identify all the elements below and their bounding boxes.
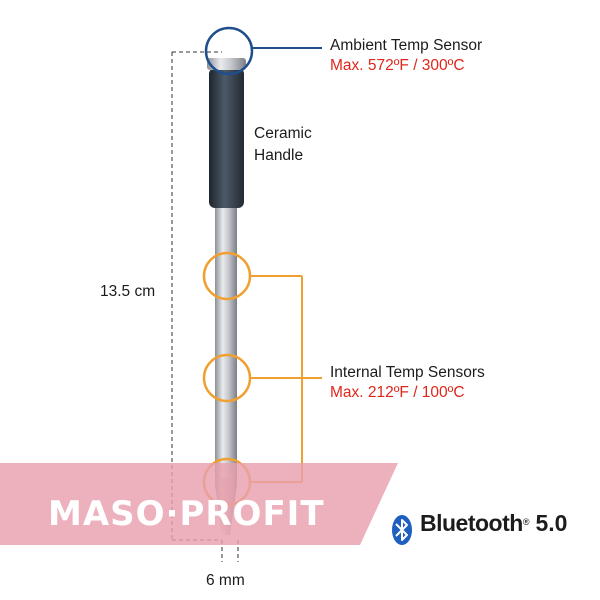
handle-label-line2: Handle — [254, 147, 304, 164]
ambient-sensor-title: Ambient Temp Sensor — [330, 37, 483, 54]
bluetooth-reg: ® — [522, 516, 530, 527]
ambient-sensor-max: Max. 572ºF / 300ºC — [330, 57, 465, 74]
bluetooth-icon — [392, 515, 412, 545]
internal-sensors-title: Internal Temp Sensors — [330, 364, 485, 381]
length-dimension-label: 13.5 cm — [100, 283, 156, 300]
bluetooth-badge: Bluetooth® 5.0 — [390, 510, 567, 537]
internal-bracket — [250, 275, 322, 483]
diameter-dimension-label: 6 mm — [206, 572, 245, 589]
bluetooth-version: 5.0 — [535, 510, 568, 536]
ambient-cap — [207, 58, 246, 70]
probe-shaft — [215, 200, 237, 485]
ambient-sensor-circle — [204, 26, 254, 76]
handle-label-line1: Ceramic — [254, 125, 312, 142]
bluetooth-word: Bluetooth — [420, 510, 523, 536]
probe-ceramic-handle — [209, 68, 244, 208]
internal-sensors-max: Max. 212ºF / 100ºC — [330, 384, 465, 401]
watermark-text: MASO·PROFIT — [48, 494, 325, 534]
watermark-banner — [0, 463, 398, 545]
